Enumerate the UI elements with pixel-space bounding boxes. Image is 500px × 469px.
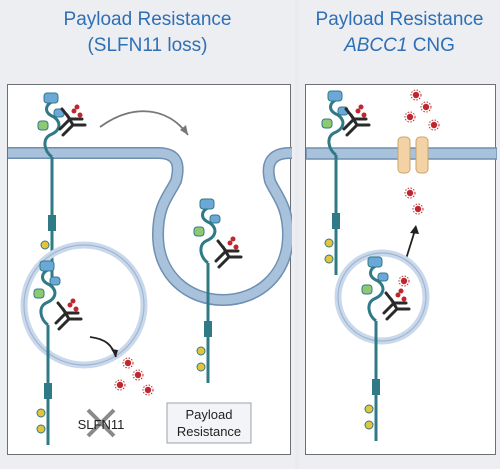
adc-top	[342, 103, 371, 137]
abcc1-transporter	[397, 136, 429, 174]
right-panel-gene: ABCC1	[344, 35, 408, 56]
adc-endosome	[54, 297, 83, 331]
right-diagram	[306, 89, 497, 443]
receptor-endosome	[32, 259, 62, 447]
left-diagram-frame: SLFN11 Payload Resistance	[7, 84, 292, 455]
adc-top	[58, 103, 87, 137]
right-panel-gene-suffix: CNG	[407, 35, 455, 56]
payload-release-arrow	[89, 336, 117, 358]
right-diagram-frame	[305, 84, 497, 455]
receptor-top	[320, 89, 350, 277]
left-diagram: SLFN11 Payload Resistance	[8, 91, 292, 447]
right-panel: Payload Resistance ABCC1 CNG	[299, 0, 500, 469]
left-panel-title: Payload Resistance	[63, 9, 232, 30]
payload-box-line1: Payload	[186, 407, 233, 422]
slfn11-loss-marker: SLFN11	[78, 408, 125, 438]
right-panel-title: Payload Resistance	[315, 9, 484, 30]
receptor-endosome	[360, 255, 390, 443]
internalization-arrow	[99, 110, 189, 136]
adc-invagination	[214, 235, 243, 269]
right-panel-subtitle: ABCC1 CNG	[299, 34, 500, 58]
payload-box-line2: Resistance	[177, 424, 241, 439]
adc-endosome	[382, 287, 411, 321]
payload-resistance-box: Payload Resistance	[166, 402, 252, 444]
slfn11-label: SLFN11	[78, 417, 125, 432]
left-panel: Payload Resistance (SLFN11 loss)	[7, 9, 292, 455]
left-panel-subtitle: (SLFN11 loss)	[87, 35, 208, 56]
